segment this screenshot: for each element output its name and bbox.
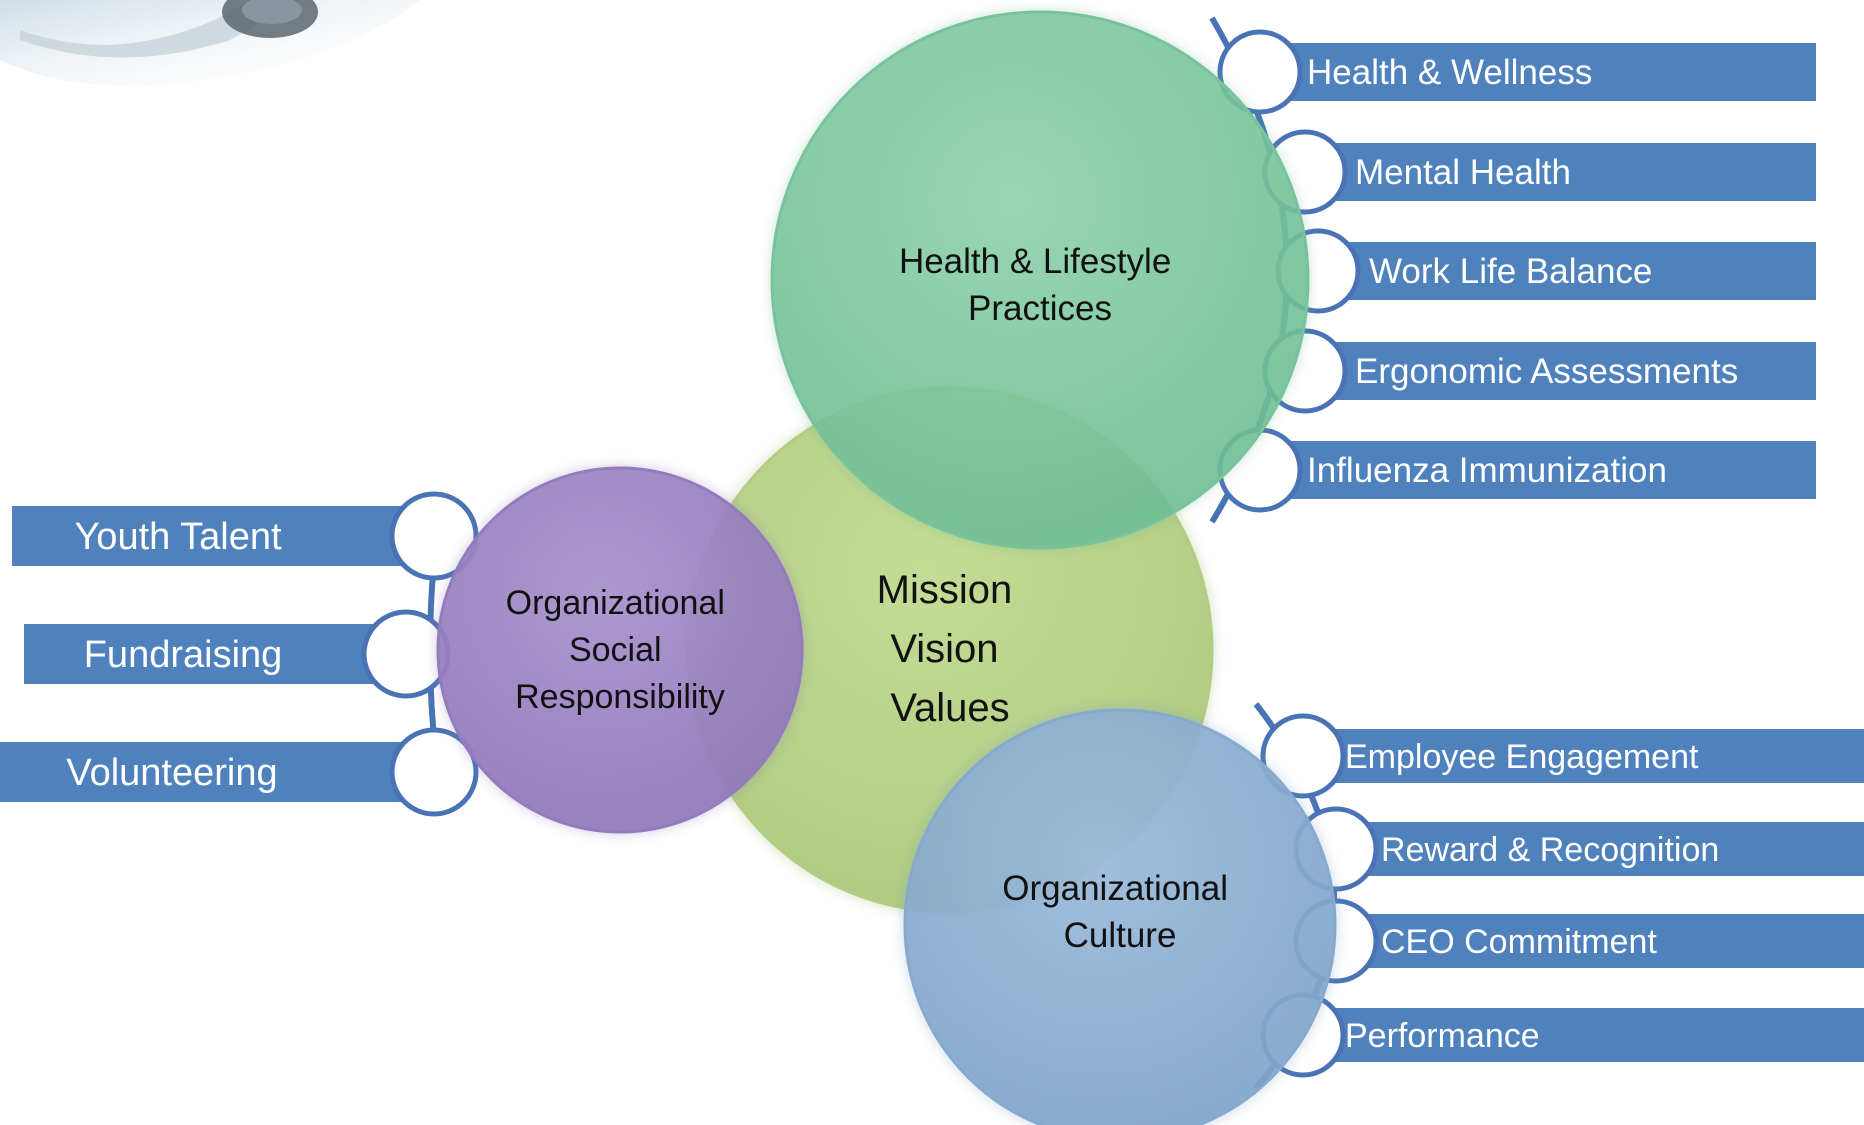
culture-item: Employee Engagement [1260,713,1864,799]
culture-label-line: Culture [1064,916,1177,955]
health-item-label: Mental Health [1355,153,1571,192]
health-item-label: Work Life Balance [1369,252,1652,291]
health-item-bar [1285,342,1816,400]
health-circle [770,10,1310,550]
social-label-line: Responsibility [515,678,725,716]
culture-label-line: Organizational [1002,869,1228,908]
culture-circle [902,707,1338,1125]
culture-item: Performance [1260,992,1864,1078]
culture-item: CEO Commitment [1293,898,1864,984]
health-item-label: Influenza Immunization [1307,451,1667,490]
health-item-label: Health & Wellness [1307,53,1592,92]
culture-item-label: Reward & Recognition [1381,831,1719,869]
social-label-line: Social [569,631,662,669]
culture-item-bar [1316,914,1864,968]
center-label: Mission Vision Values [877,568,1024,730]
culture-item-label: Performance [1345,1017,1540,1055]
culture-item-bar [1316,822,1864,876]
culture-item-node [1260,713,1346,799]
culture-item-label: CEO Commitment [1381,923,1657,961]
social-item-label: Fundraising [84,634,283,676]
health-item: Ergonomic Assessments [1262,328,1816,414]
social-item-node [361,609,451,699]
health-item-label: Ergonomic Assessments [1355,352,1738,391]
health-label-line: Practices [968,289,1112,328]
social-label: Organizational Social Responsibility [506,584,735,716]
social-item-bar [0,742,434,802]
center-label-line: Mission [877,568,1013,612]
center-label-line: Vision [890,627,998,671]
social-item-label: Volunteering [66,752,277,794]
social-circle [436,466,804,834]
social-item-label: Youth Talent [74,516,282,558]
culture-item-bar [1283,729,1864,783]
culture-item-bar [1283,1008,1864,1062]
social-item: Volunteering [0,727,479,817]
health-item-bar [1285,143,1816,201]
culture-item-label: Employee Engagement [1345,738,1699,776]
corner-decoration [0,0,420,86]
social-item-node [389,727,479,817]
health-label-line: Health & Lifestyle [899,242,1171,281]
health-item: Health & Wellness [1217,29,1816,115]
health-item: Mental Health [1262,129,1816,215]
social-item: Youth Talent [12,491,479,581]
social-item-bar [24,624,406,684]
health-item-bar [1240,43,1816,101]
center-label-line: Values [890,686,1009,730]
culture-item: Reward & Recognition [1293,806,1864,892]
health-item-bar [1240,441,1816,499]
health-item-bar [1298,242,1816,300]
social-label-line: Organizational [506,584,725,622]
health-label: Health & Lifestyle Practices [899,242,1181,328]
social-item: Fundraising [24,609,451,699]
health-item: Influenza Immunization [1217,427,1816,513]
health-item: Work Life Balance [1275,228,1816,314]
social-item-bar [12,506,434,566]
culture-label: Organizational Culture [1002,869,1237,955]
health-item-node [1217,29,1303,115]
